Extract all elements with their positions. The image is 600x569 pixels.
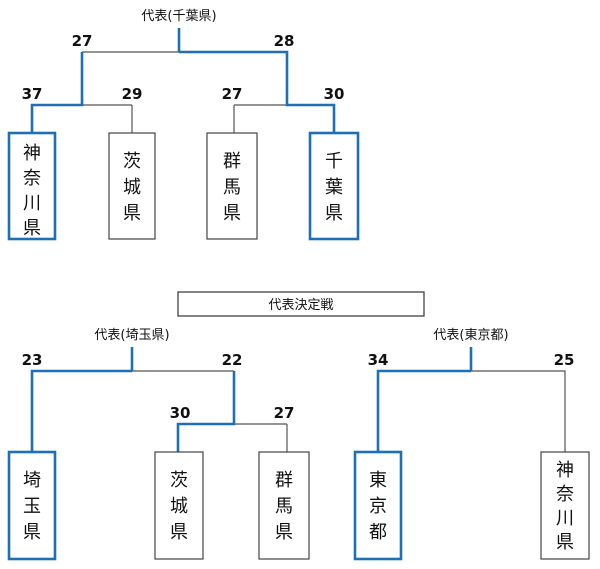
top-semi-right-score: 28 xyxy=(274,32,295,50)
bl-team2-char: 城 xyxy=(170,496,188,517)
bl-team2-char: 県 xyxy=(170,522,188,543)
top-team1-char: 奈 xyxy=(23,168,41,189)
br-team2-char: 県 xyxy=(556,532,574,553)
top-winner-path-left xyxy=(30,52,84,133)
bl-team3-box xyxy=(258,451,310,560)
br-loser-path xyxy=(471,370,566,452)
top-team3-score: 27 xyxy=(222,85,243,103)
top-winner-label: 代表(千葉県) xyxy=(141,9,216,24)
br-team2-box xyxy=(540,451,590,560)
bl-team3-char: 県 xyxy=(275,522,293,543)
br-right-score: 25 xyxy=(554,351,575,369)
bl-team2-box xyxy=(154,451,204,560)
br-team1-char: 都 xyxy=(369,522,387,543)
top-team4-box xyxy=(308,131,360,241)
bl-left-score: 23 xyxy=(22,351,43,369)
top-team4-char: 千 xyxy=(325,151,343,172)
br-winner-label: 代表(東京都) xyxy=(433,327,508,343)
bl-team2-char: 茨 xyxy=(170,470,188,491)
br-team2-char: 神 xyxy=(556,460,574,481)
bl-right-score: 22 xyxy=(222,351,243,369)
bl-team3-score: 27 xyxy=(274,404,295,422)
br-team2-char: 奈 xyxy=(556,484,574,505)
top-team1-char: 神 xyxy=(23,143,41,164)
top-team3-box xyxy=(206,132,258,240)
final-title: 代表決定戦 xyxy=(268,298,333,313)
bl-team1-char: 玉 xyxy=(23,496,41,517)
top-semi-left-score: 27 xyxy=(72,32,93,50)
top-team2-char: 城 xyxy=(123,177,141,198)
bl-winner-path-left xyxy=(30,369,132,452)
top-team4-score: 30 xyxy=(324,85,345,103)
top-team2-char: 県 xyxy=(123,203,141,224)
br-team1-char: 東 xyxy=(369,470,387,491)
top-team4-char: 葉 xyxy=(325,177,343,198)
br-left-score: 34 xyxy=(368,351,389,369)
final-title-box xyxy=(177,291,425,317)
top-team2-score: 29 xyxy=(122,85,143,103)
br-team1-char: 京 xyxy=(369,496,387,517)
top-team3-char: 馬 xyxy=(223,177,241,198)
bl-team1-box xyxy=(7,450,57,561)
top-team3-char: 群 xyxy=(223,151,241,172)
top-team1-char: 川 xyxy=(23,193,41,214)
top-team1-score: 37 xyxy=(22,85,43,103)
bl-team2-score: 30 xyxy=(170,404,191,422)
bl-team1-char: 埼 xyxy=(23,470,41,491)
top-team2-char: 茨 xyxy=(123,151,141,172)
br-winner-path xyxy=(376,369,471,452)
top-team3-char: 県 xyxy=(223,203,241,224)
top-winner-path-right xyxy=(179,50,336,133)
top-team2-box xyxy=(108,132,156,240)
br-team2-char: 川 xyxy=(556,508,574,529)
bl-team3-char: 馬 xyxy=(275,496,293,517)
top-team4-char: 県 xyxy=(325,203,343,224)
bl-team1-char: 県 xyxy=(23,522,41,543)
top-team1-box xyxy=(7,131,57,241)
bl-team3-char: 群 xyxy=(275,470,293,491)
bl-winner-path-sub xyxy=(176,371,236,452)
br-team1-box xyxy=(353,450,403,561)
bl-winner-label: 代表(埼玉県) xyxy=(94,328,169,343)
top-team1-char: 県 xyxy=(23,218,41,239)
